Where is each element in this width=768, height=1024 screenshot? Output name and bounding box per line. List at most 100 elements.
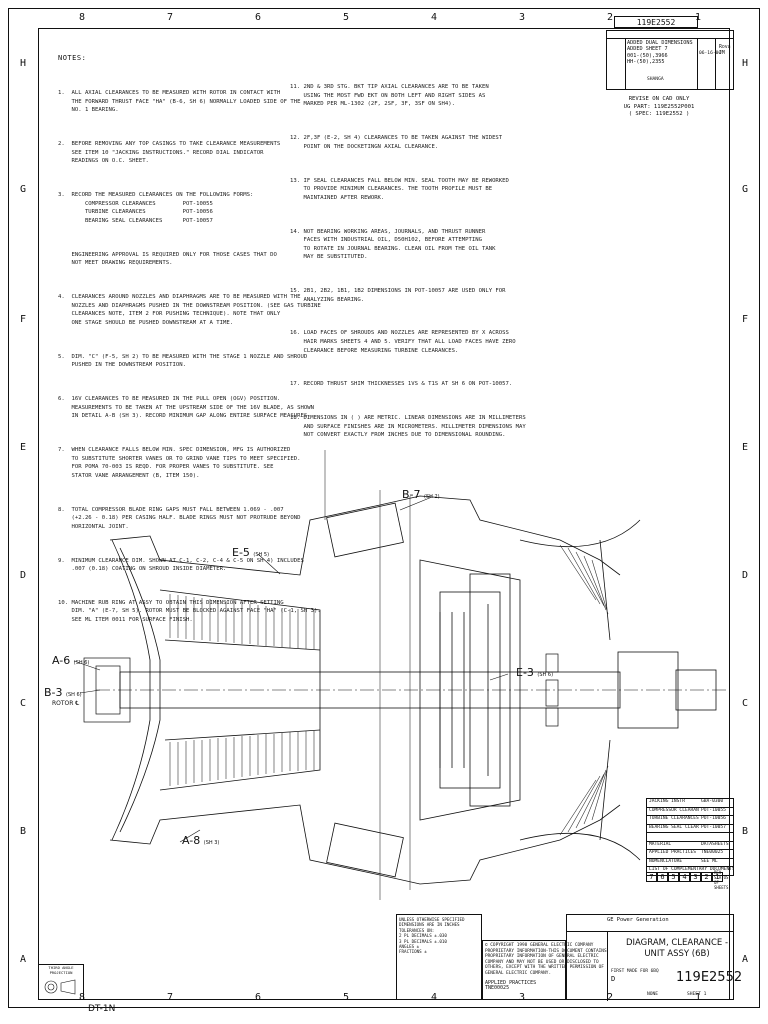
note: 2. BEFORE REMOVING ANY TOP CASINGS TO TA…	[58, 141, 281, 165]
zone-col: 4	[430, 992, 438, 1003]
section-label-e5: E-5 (SH 5)	[232, 546, 270, 559]
zone-row: C	[741, 698, 749, 709]
revision-by: Rova JM	[719, 45, 731, 56]
zone-col: 2	[606, 992, 614, 1003]
zone-col: 1	[694, 992, 702, 1003]
sheet-cell: 5	[668, 872, 679, 882]
rotor-centerline-label: ROTOR ℄	[52, 700, 80, 707]
note: 14. NOT BEARING WORKING AREAS, JOURNALS,…	[290, 228, 496, 261]
section-label-e3: E-3 (SH 6)	[516, 666, 554, 679]
zone-col: 1	[694, 12, 702, 23]
note: 11. 2ND & 3RD STG. BKT TIP AXIAL CLEARAN…	[290, 84, 489, 108]
notes-title: NOTES:	[58, 54, 87, 62]
notes-left-column: 1. ALL AXIAL CLEARANCES TO BE MEASURED W…	[58, 72, 321, 650]
zone-col: 3	[518, 992, 526, 1003]
zone-markers-bottom: 8 7 6 5 4 3 2 1	[8, 988, 760, 1008]
sheet-label: SHEET 1	[687, 992, 707, 997]
sheet-cell: 7	[646, 872, 657, 882]
zone-col: 3	[518, 12, 526, 23]
note: ENGINEERING APPROVAL IS REQUIRED ONLY FO…	[71, 251, 277, 267]
title-block: GE Power Generation FIRST MADE FOR 6BQ D…	[566, 914, 734, 1001]
note: 18. DIMENSIONS IN ( ) ARE METRIC. LINEAR…	[290, 415, 526, 439]
zone-markers-right: H G F E D C B A	[730, 28, 760, 988]
sheet-cell: 4	[679, 872, 690, 882]
sheet-status-row: 7 6 5 4 3 2 1	[646, 872, 723, 882]
revision-date: 06-16-00	[699, 51, 722, 56]
zone-markers-top: 8 7 6 5 4 3 2 1	[8, 8, 760, 28]
company-name: GE Power Generation	[607, 917, 669, 923]
inner-border	[38, 28, 730, 1000]
tolerance-block: UNLESS OTHERWISE SPECIFIED DIMENSIONS AR…	[396, 914, 482, 1000]
drawing-number-top: 119E2552	[614, 16, 698, 28]
revision-block: ADDED DUAL DIMENSIONS ADDED SHEET 7 001-…	[606, 30, 734, 90]
notes-right-column: 11. 2ND & 3RD STG. BKT TIP AXIAL CLEARAN…	[290, 66, 580, 465]
zone-row: H	[741, 58, 749, 69]
zone-col: 7	[166, 992, 174, 1003]
first-made: FIRST MADE FOR 6BQ	[611, 969, 659, 974]
drawing-title: DIAGRAM, CLEARANCE - UNIT ASSY (6B)	[625, 938, 729, 959]
scale-label: NONE	[647, 992, 659, 997]
zone-row: G	[741, 184, 749, 195]
table-row	[646, 833, 734, 842]
projection-symbol-icon	[44, 979, 76, 995]
zone-col: 2	[606, 12, 614, 23]
zone-col: 6	[254, 992, 262, 1003]
sheet-cell: 6	[657, 872, 668, 882]
copyright-block: © COPYRIGHT 1998 GENERAL ELECTRIC COMPAN…	[482, 940, 607, 1000]
note: 3. RECORD THE MEASURED CLEARANCES ON THE…	[58, 192, 254, 224]
zone-col: 7	[166, 12, 174, 23]
zone-row: C	[19, 698, 27, 709]
section-label-a6: A-6 (SH 6)	[52, 654, 90, 667]
note: 13. IF SEAL CLEARANCES FALL BELOW MIN. S…	[290, 177, 509, 201]
zone-row: A	[741, 954, 749, 965]
note: 9. MINIMUM CLEARANCE DIM. SHOWN AT C-1, …	[58, 557, 304, 573]
footer-code: DT-1N	[88, 1004, 116, 1014]
section-label-b7: B-7 (SH 2)	[402, 488, 440, 501]
zone-col: 5	[342, 992, 350, 1003]
revision-description: ADDED DUAL DIMENSIONS ADDED SHEET 7 001-…	[627, 40, 693, 66]
zone-row: E	[19, 442, 27, 453]
note: 10. MACHINE RUB RING AT ASSY TO OBTAIN T…	[58, 599, 321, 624]
revision-checked: SHANGA	[647, 77, 664, 82]
zone-col: 8	[78, 992, 86, 1003]
zone-row: B	[741, 826, 749, 837]
note: 7. WHEN CLEARANCE FALLS BELOW MIN. SPEC …	[58, 446, 301, 479]
zone-markers-left: H G F E D C B A	[8, 28, 38, 988]
note: 15. 2B1, 2B2, 1B1, 1B2 DIMENSIONS IN POT…	[290, 288, 506, 303]
note: 16. LOAD FACES OF SHROUDS AND NOZZLES AR…	[290, 330, 516, 354]
zone-col: 6	[254, 12, 262, 23]
section-label-b3: B-3 (SH 6)	[44, 686, 82, 699]
zone-col: 8	[78, 12, 86, 23]
section-label-a8: A-8 (SH 3)	[182, 834, 220, 847]
note: 4. CLEARANCES AROUND NOZZLES AND DIAPHRA…	[58, 294, 321, 326]
zone-row: A	[19, 954, 27, 965]
sheet-cell: 2	[701, 872, 712, 882]
sheet-cell: 3	[690, 872, 701, 882]
zone-row: D	[741, 570, 749, 581]
drawing-number: 119E2552	[676, 970, 743, 985]
zone-col: 5	[342, 12, 350, 23]
zone-row: G	[19, 184, 27, 195]
zone-row: B	[19, 826, 27, 837]
note: 17. RECORD THRUST SHIM THICKNESSES 1VS &…	[290, 381, 513, 388]
revise-note: REVISE ON CAD ONLY UG PART: 119E2552P001…	[623, 96, 695, 117]
sheet-cell: 1	[712, 872, 723, 882]
zone-row: D	[19, 570, 27, 581]
zone-row: F	[19, 314, 27, 325]
zone-col: 4	[430, 12, 438, 23]
third-angle-projection: THIRD ANGLE PROJECTION	[38, 964, 84, 1000]
note: 6. 16V CLEARANCES TO BE MEASURED IN THE …	[58, 396, 314, 420]
zone-row: H	[19, 58, 27, 69]
note: 12. 2F,3F (E-2, SH 4) CLEARANCES TO BE T…	[290, 135, 503, 150]
outer-border	[8, 8, 760, 1008]
